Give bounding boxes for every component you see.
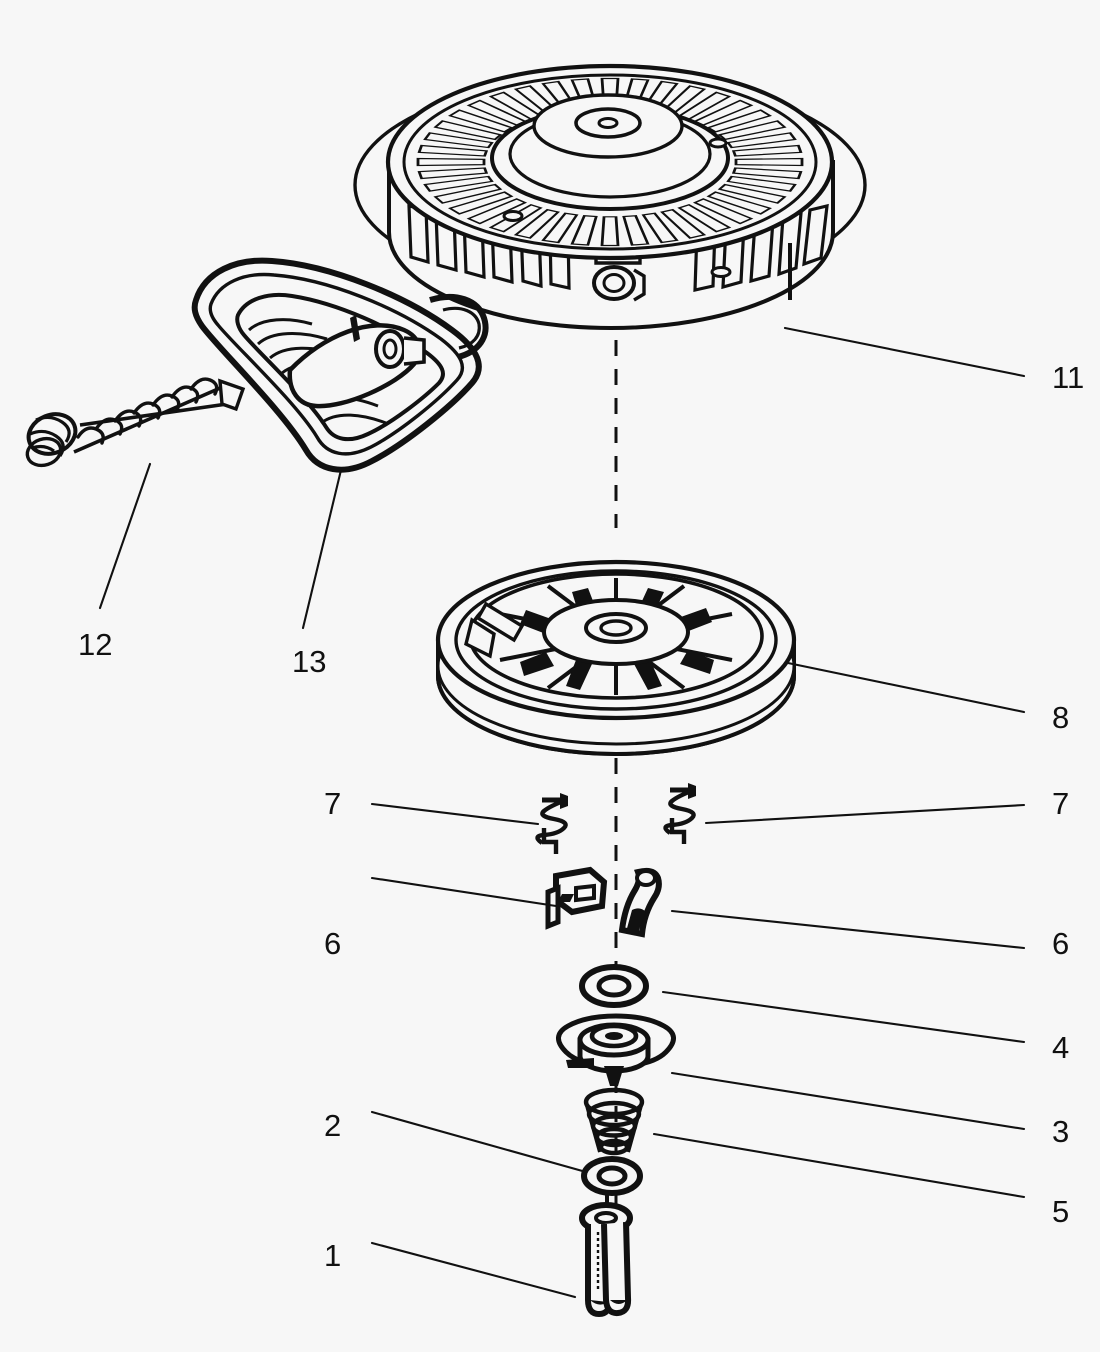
leader-line-13-starter-handle	[301, 468, 343, 630]
part-flat-washer-upper	[579, 964, 649, 1008]
rope-knot	[25, 412, 78, 468]
callout-number-c2[interactable]: 2	[324, 1108, 341, 1143]
leader-line-6-starter-pawl-right	[670, 909, 1026, 950]
part-retaining-pin	[579, 1192, 633, 1318]
callout-numbers: 11 12 13 8 7 7 6 6 4 3 5 2 1	[78, 360, 1084, 1273]
leader-line-7-pawl-spring-right	[704, 803, 1026, 825]
callout-number-c8[interactable]: 8	[1052, 700, 1069, 735]
callout-number-c6L[interactable]: 6	[324, 926, 341, 961]
part-rope-pulley	[435, 559, 797, 756]
callout-number-c7L[interactable]: 7	[324, 786, 341, 821]
callout-number-c4[interactable]: 4	[1052, 1030, 1069, 1065]
callout-leader-lines	[98, 326, 1026, 1299]
part-pawl-spring-right	[663, 783, 696, 844]
part-brake-retainer	[556, 1013, 676, 1086]
part-pawl-spring-left	[535, 793, 568, 854]
pulley-gussets	[520, 588, 714, 690]
leader-line-7-pawl-spring-left	[370, 802, 540, 826]
callout-number-c13[interactable]: 13	[292, 644, 326, 679]
leader-line-4-flat-washer-upper	[661, 990, 1026, 1044]
part-flat-washer-lower	[581, 1156, 643, 1196]
part-recoil-starter-housing	[353, 63, 867, 330]
leader-line-5-brake-spring	[652, 1132, 1026, 1199]
housing-vent-slots	[416, 77, 804, 247]
callout-number-c6R[interactable]: 6	[1052, 926, 1069, 961]
leader-line-11-recoil-starter-housing	[783, 326, 1026, 378]
callout-number-c5[interactable]: 5	[1052, 1194, 1069, 1229]
leader-line-12-starter-rope	[98, 462, 152, 610]
part-brake-spring	[583, 1087, 645, 1156]
callout-number-c1[interactable]: 1	[324, 1238, 341, 1273]
callout-number-c12[interactable]: 12	[78, 627, 112, 662]
rope-anchor-insert	[350, 315, 426, 369]
leader-line-8-rope-pulley	[786, 661, 1026, 714]
callout-number-c7R[interactable]: 7	[1052, 786, 1069, 821]
part-starter-rope	[25, 377, 246, 468]
part-starter-handle	[191, 257, 489, 473]
callout-number-c11[interactable]: 11	[1052, 360, 1084, 395]
leader-line-2-flat-washer-lower	[370, 1110, 588, 1174]
callout-number-c3[interactable]: 3	[1052, 1114, 1069, 1149]
leader-line-6-starter-pawl-left	[370, 876, 558, 908]
part-starter-pawl-left	[545, 866, 608, 930]
leader-line-3-brake-retainer	[670, 1071, 1026, 1131]
leader-line-1-retaining-pin	[370, 1241, 577, 1299]
part-starter-pawl-right	[618, 867, 662, 938]
